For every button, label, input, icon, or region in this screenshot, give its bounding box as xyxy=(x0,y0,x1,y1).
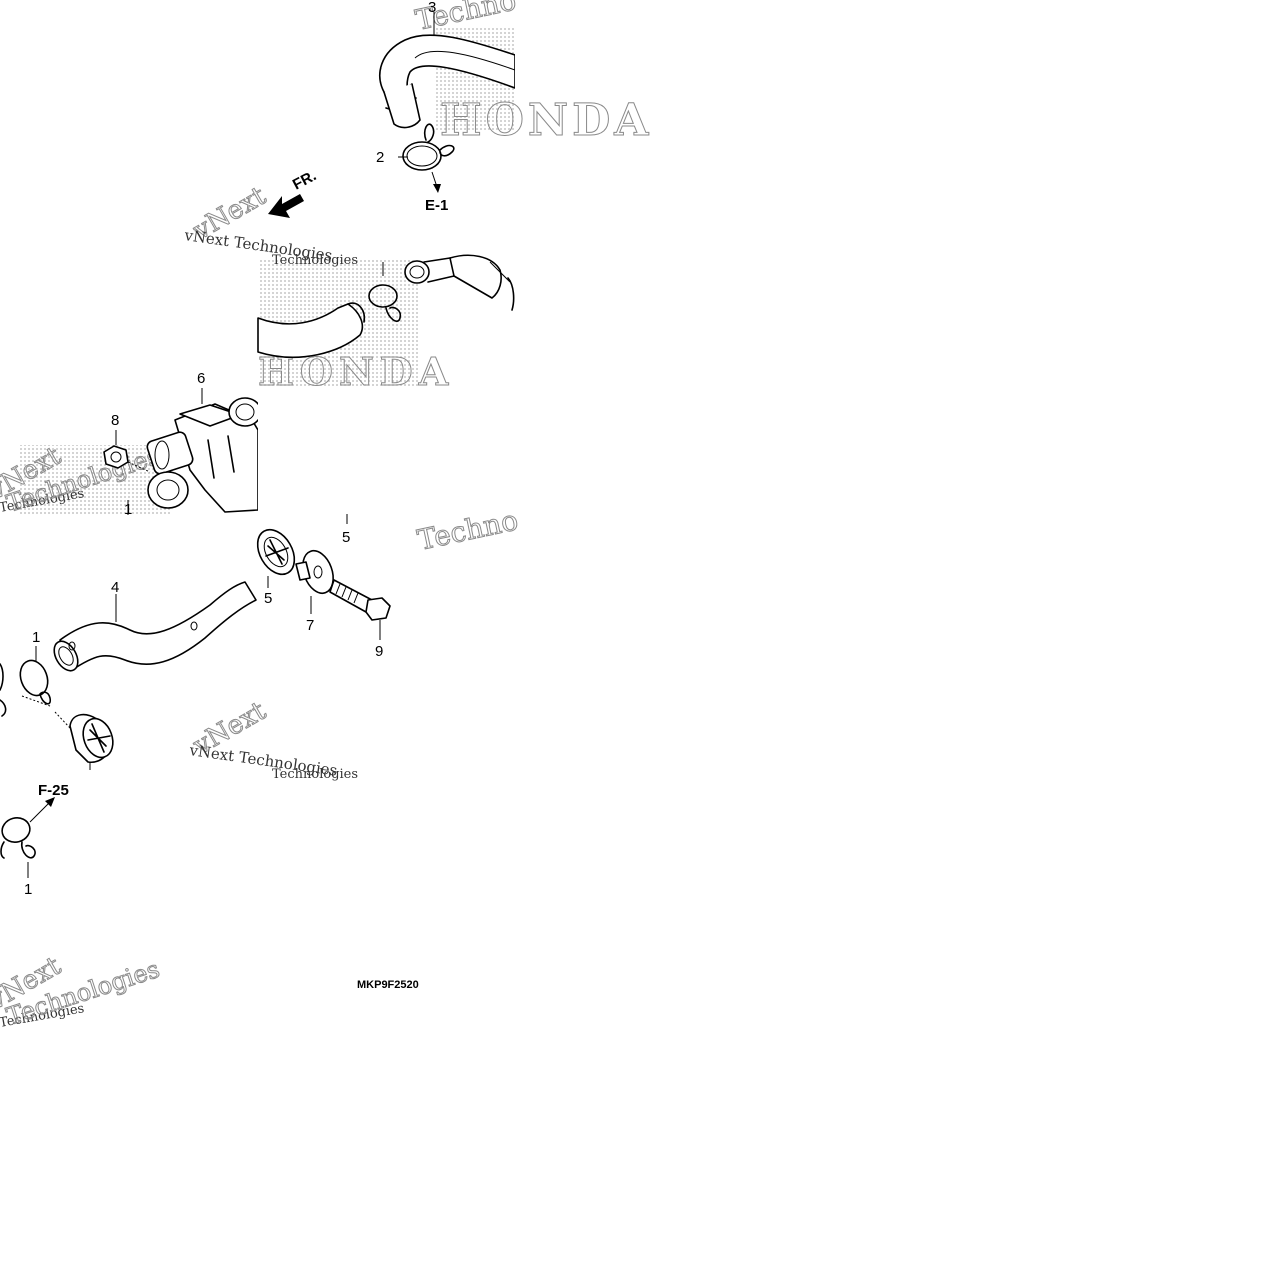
diagram-code: MKP9F2520 xyxy=(357,979,419,991)
part-label-3: 3 xyxy=(428,0,436,16)
ref-f25-arrow xyxy=(29,797,55,823)
svg-text:Techno: Techno xyxy=(415,503,521,556)
svg-text:HONDA: HONDA xyxy=(440,95,652,146)
svg-text:Technologies: Technologies xyxy=(272,253,358,268)
part-label-8: 8 xyxy=(111,412,119,429)
leader-lines xyxy=(127,12,435,524)
svg-text:FR.: FR. xyxy=(290,167,319,193)
ref-e1: E-1 xyxy=(425,197,448,214)
collar-7 xyxy=(295,549,334,614)
grommet-5-lower xyxy=(54,711,114,770)
part-label-1-upper: 1 xyxy=(124,501,132,518)
grommet-5-upper xyxy=(256,528,296,588)
hose-3 xyxy=(379,34,515,129)
watermark-text: Techno Techno vNext vNext vNext vNext vN… xyxy=(0,0,521,1031)
bolt-9 xyxy=(329,579,391,640)
part-label-1-middle: 1 xyxy=(32,629,40,646)
part-label-4: 4 xyxy=(111,579,119,596)
part-label-9: 9 xyxy=(375,643,383,660)
part-label-5-lower: 5 xyxy=(264,590,272,607)
clamp-2 xyxy=(402,123,455,193)
solenoid-valve-6 xyxy=(146,388,258,513)
hose-4 xyxy=(53,581,257,672)
watermark-honda: HONDA HONDA xyxy=(258,95,652,395)
nut-8 xyxy=(103,430,151,473)
clamp-1-lower xyxy=(0,817,36,878)
clamp-1-middle xyxy=(0,646,52,717)
part-label-2: 2 xyxy=(376,149,384,166)
part-label-1-lower: 1 xyxy=(24,881,32,898)
front-direction-arrow: FR. xyxy=(268,167,319,218)
part-label-7: 7 xyxy=(306,617,314,634)
hose-section-middle xyxy=(257,254,515,359)
part-label-5-upper: 5 xyxy=(342,529,350,546)
part-label-6: 6 xyxy=(197,370,205,387)
ref-f25: F-25 xyxy=(38,782,69,799)
svg-text:Technologies: Technologies xyxy=(272,767,358,782)
